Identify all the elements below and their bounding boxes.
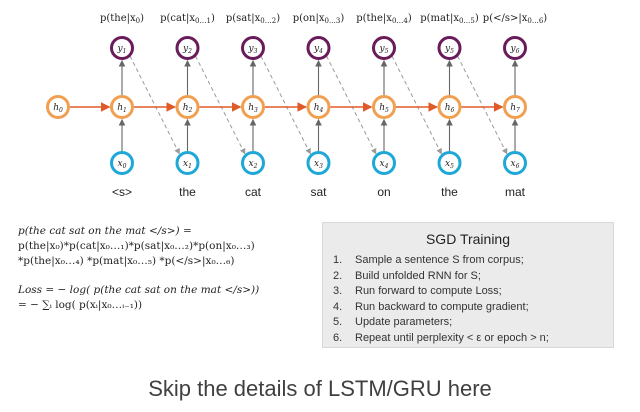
- input-node: [372, 151, 396, 175]
- h0-node: [46, 95, 70, 119]
- output-node-label: y6: [510, 44, 520, 55]
- hidden-node-label: h1: [117, 103, 127, 114]
- output-node-label: y3: [248, 44, 258, 55]
- input-word-label: the: [179, 185, 196, 199]
- input-word-label: the: [441, 185, 458, 199]
- input-node-label: x0: [118, 159, 127, 170]
- conditional-probability-label: p(mat|x0…5): [420, 13, 479, 25]
- sgd-step-number: 4.: [333, 300, 343, 313]
- formula-line-2: p(the|x₀)*p(cat|x₀…₁)*p(sat|x₀…₂)*p(on|x…: [18, 240, 255, 252]
- output-node: [306, 36, 331, 60]
- hidden-node-label: h2: [183, 103, 193, 114]
- feedback-dashed-arrow: [129, 55, 180, 155]
- input-node: [437, 151, 462, 175]
- hidden-node-label: h5: [379, 103, 389, 114]
- sgd-step-number: 2.: [333, 269, 343, 282]
- input-node: [110, 151, 134, 175]
- sgd-step-text: Run forward to compute Loss;: [355, 285, 502, 297]
- output-node: [503, 36, 527, 60]
- hidden-node: [372, 95, 396, 119]
- input-node-label: x2: [249, 159, 258, 170]
- input-node-label: x4: [380, 159, 389, 170]
- conditional-probability-label: p(the|x0): [100, 13, 144, 25]
- output-node-label: y4: [313, 44, 323, 55]
- sgd-step: 1. Sample a sentence S from corpus;: [333, 253, 613, 269]
- sgd-step: 6. Repeat until perplexity < ε or epoch >…: [333, 331, 613, 347]
- sgd-step-text: Sample a sentence S from corpus;: [355, 254, 524, 266]
- conditional-probability-label: p(sat|x0…2): [226, 13, 280, 25]
- conditional-probability-label: p(</s>|x0…6): [483, 13, 548, 25]
- loss-formula-line-2: = − ∑ᵢ log( p(xᵢ|x₀…ᵢ₋₁)): [18, 299, 143, 311]
- output-node: [175, 36, 200, 60]
- sgd-training-title: SGD Training: [425, 231, 511, 247]
- feedback-dashed-arrow: [195, 55, 246, 155]
- output-node-label: y5: [379, 44, 389, 55]
- hidden-node-label: h3: [248, 103, 258, 114]
- sgd-step: 3. Run forward to compute Loss;: [333, 284, 613, 300]
- input-node: [503, 151, 527, 175]
- output-node-label: y5: [444, 44, 454, 55]
- input-word-label: <s>: [112, 185, 132, 199]
- output-node: [241, 36, 265, 60]
- sgd-step: 5. Update parameters;: [333, 315, 613, 331]
- formula-line-1: p(the cat sat on the mat </s>) =: [18, 225, 192, 237]
- formula-line-3: *p(the|x₀…₄) *p(mat|x₀…₅) *p(</s>|x₀…₆): [18, 255, 235, 267]
- sgd-step-number: 5.: [333, 316, 343, 328]
- input-node-label: x1: [183, 159, 192, 170]
- input-node-label: x3: [314, 159, 323, 170]
- sgd-step-number: 1.: [333, 254, 343, 266]
- hidden-node-label: h7: [510, 103, 520, 114]
- nodes-layer: [46, 36, 527, 175]
- hidden-node: [241, 95, 265, 119]
- sgd-step-number: 6.: [333, 331, 343, 344]
- sgd-step: 2. Build unfolded RNN for S;: [333, 269, 613, 285]
- footer-caption: Skip the details of LSTM/GRU here: [148, 376, 492, 401]
- sgd-steps-list: 1. Sample a sentence S from corpus; 2. Bui…: [323, 253, 613, 346]
- hidden-node: [306, 95, 331, 119]
- sgd-training-box: SGD Training 1. Sample a sentence S from …: [322, 222, 614, 348]
- conditional-probability-label: p(cat|x0…1): [160, 13, 215, 25]
- hidden-node: [437, 95, 462, 119]
- rnn-unrolled-diagram: h0 y1 h1 x0 p(the|x0) <s> y2 h2 x1 p(cat|x0…1) the…: [46, 13, 547, 199]
- input-node: [306, 151, 331, 175]
- hidden-node: [503, 95, 527, 119]
- sgd-step-text: Repeat until perplexity < ε or epoch > n…: [355, 331, 549, 344]
- input-node: [175, 151, 200, 175]
- feedback-dashed-arrow: [260, 55, 311, 155]
- sgd-step-text: Update parameters;: [355, 316, 453, 328]
- input-word-label: cat: [245, 185, 262, 199]
- h0-node-label: h0: [53, 103, 63, 114]
- hidden-node: [110, 95, 134, 119]
- conditional-probability-label: p(on|x0…3): [293, 13, 345, 25]
- sentence-probability-formula: p(the cat sat on the mat </s>) = p(the|x…: [18, 224, 308, 313]
- input-word-label: on: [377, 185, 390, 199]
- feedback-dashed-arrow: [391, 55, 442, 155]
- conditional-probability-label: p(the|x0…4): [356, 13, 412, 25]
- output-node-label: y2: [182, 44, 192, 55]
- input-node-label: x6: [511, 159, 520, 170]
- sgd-step-text: Run backward to compute gradient;: [355, 300, 529, 313]
- output-node-label: y1: [117, 44, 127, 55]
- input-node-label: x5: [445, 159, 454, 170]
- labels-layer: h0 y1 h1 x0 p(the|x0) <s> y2 h2 x1 p(cat|x0…1) the…: [53, 13, 547, 199]
- input-word-label: mat: [505, 185, 526, 199]
- sgd-step-text: Build unfolded RNN for S;: [355, 269, 481, 282]
- output-node: [437, 36, 462, 60]
- hidden-node-label: h6: [445, 103, 455, 114]
- sgd-step: 4. Run backward to compute gradient;: [333, 300, 613, 316]
- loss-formula-line-1: Loss = − log( p(the cat sat on the mat <…: [18, 284, 260, 296]
- feedback-dashed-arrow: [326, 55, 377, 155]
- sgd-step-number: 3.: [333, 285, 343, 297]
- feedback-dashed-arrow: [457, 55, 508, 155]
- hidden-node: [175, 95, 200, 119]
- hidden-node-label: h4: [314, 103, 324, 114]
- edges-layer: [70, 55, 519, 155]
- output-node: [372, 36, 396, 60]
- output-node: [110, 36, 134, 60]
- input-word-label: sat: [310, 185, 327, 199]
- input-node: [241, 151, 265, 175]
